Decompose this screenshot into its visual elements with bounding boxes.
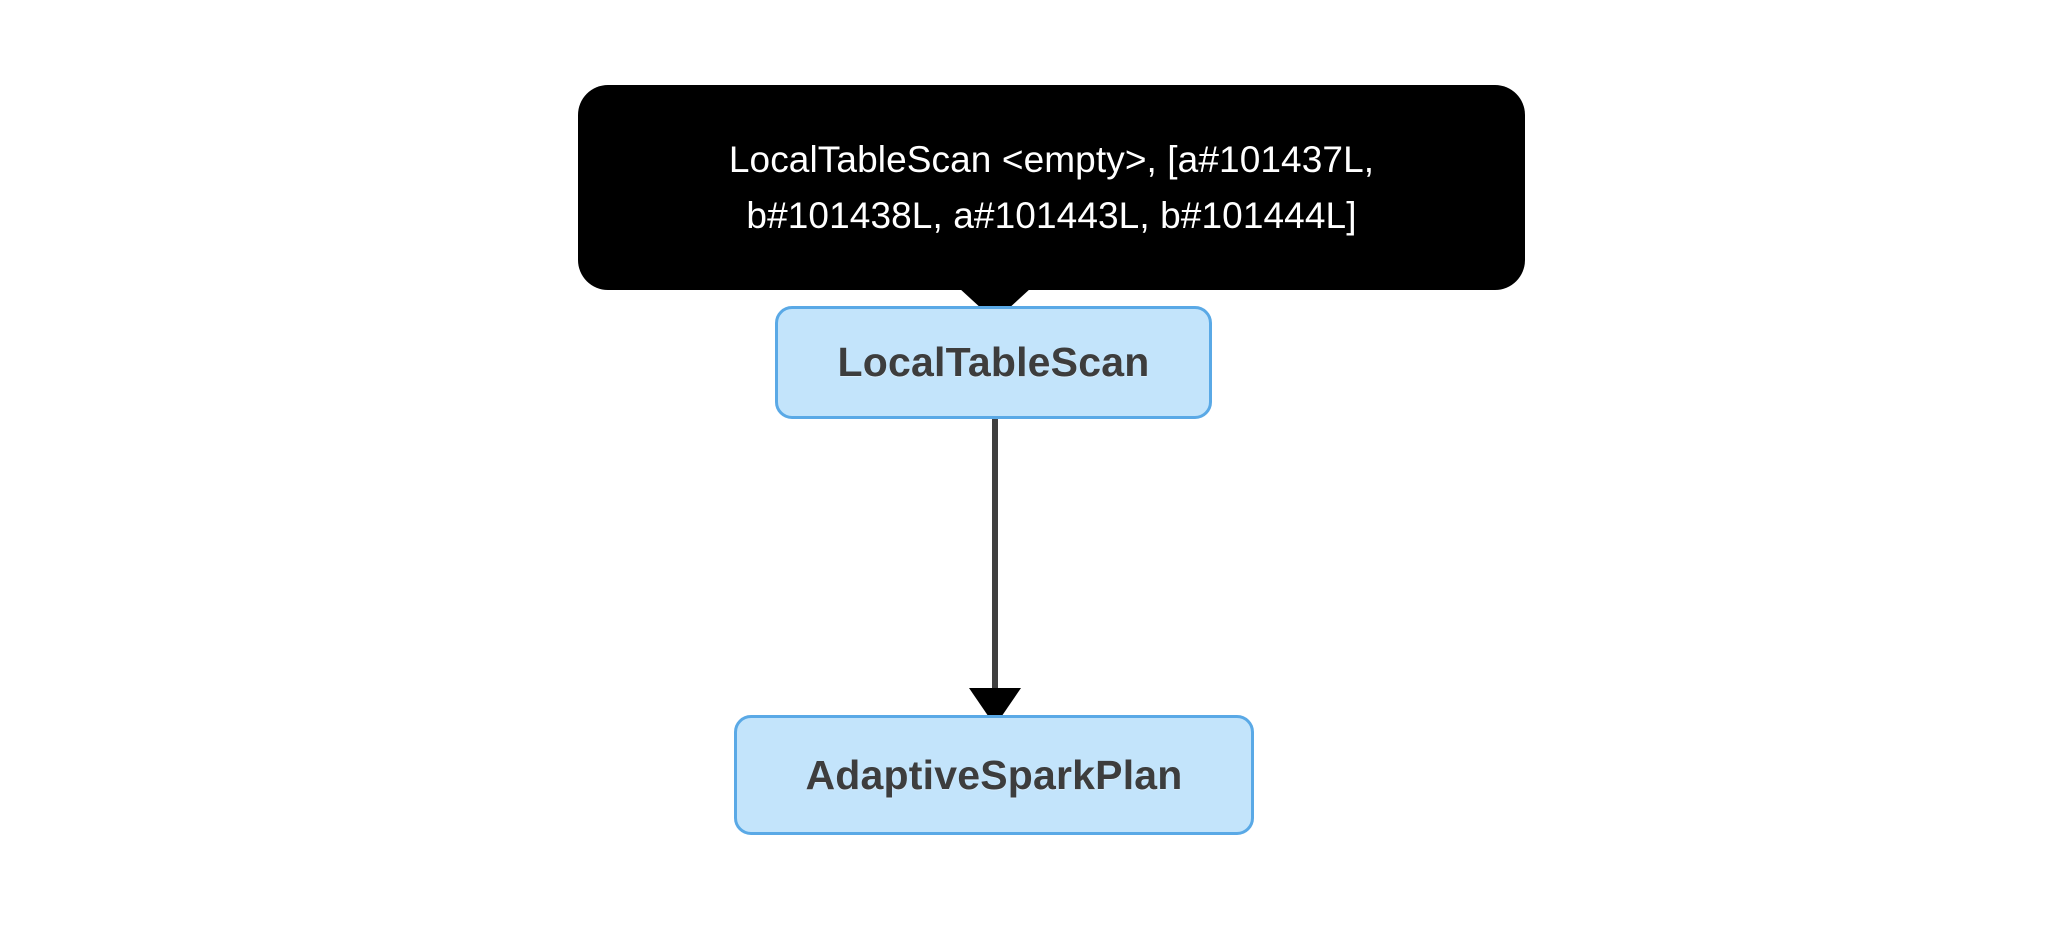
- graph-node-label: LocalTableScan: [837, 339, 1150, 385]
- plan-node-tooltip: LocalTableScan <empty>, [a#101437L, b#10…: [578, 85, 1525, 290]
- graph-node-label: AdaptiveSparkPlan: [805, 751, 1183, 798]
- edge-localtablescan-to-adaptivesparkplan: [969, 419, 1021, 726]
- tooltip-text-line-1: LocalTableScan <empty>, [a#101437L,: [728, 138, 1375, 180]
- graph-node-localtablescan[interactable]: LocalTableScan: [775, 306, 1212, 419]
- tooltip-text-line-2: b#101438L, a#101443L, b#101444L]: [746, 194, 1357, 236]
- graph-node-adaptivesparkplan[interactable]: AdaptiveSparkPlan: [734, 715, 1254, 835]
